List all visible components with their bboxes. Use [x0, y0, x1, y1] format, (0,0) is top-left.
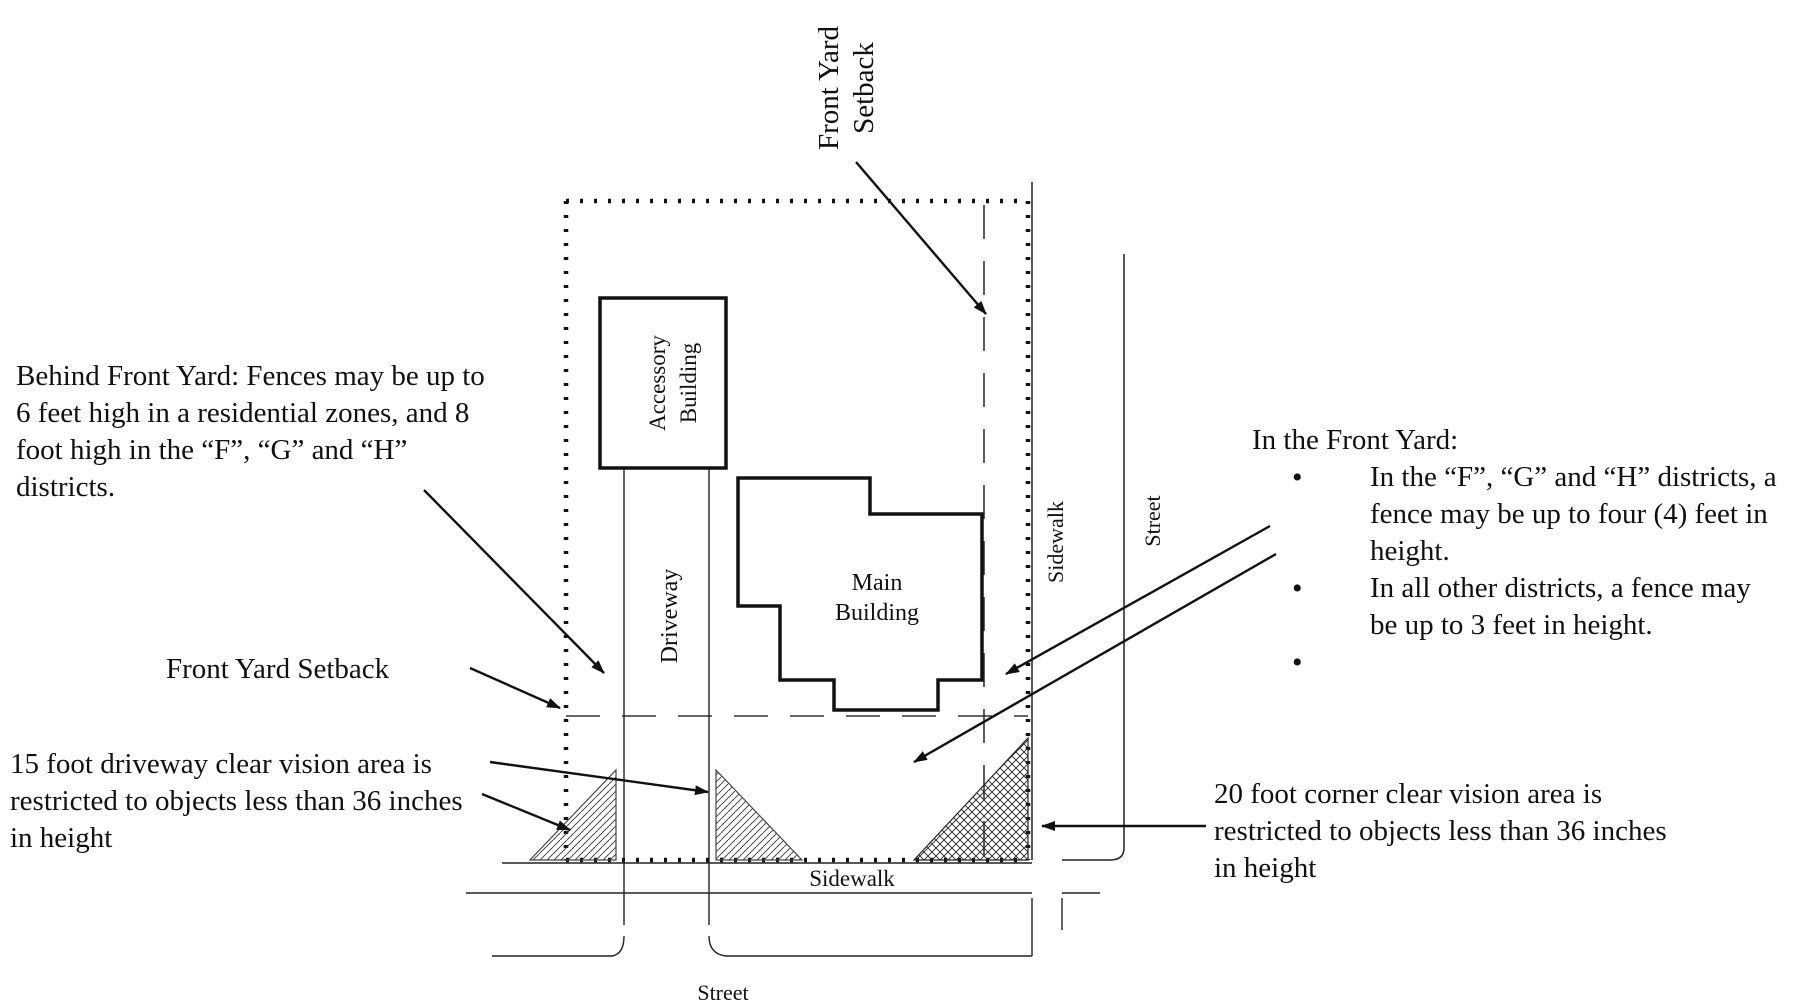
arrow-front-yard-1: [1005, 524, 1271, 676]
front-yard-setback-lines: [566, 205, 1028, 860]
arrow-front-yard-2: [913, 552, 1277, 764]
driveway: [623, 468, 710, 925]
behind-front-yard-note: Behind Front Yard: Fences may be up to 6…: [16, 360, 485, 503]
in-front-yard-heading: In the Front Yard:: [1252, 424, 1459, 456]
main-building: [736, 476, 984, 712]
corner-clear-vision-note: 20 foot corner clear vision area is rest…: [1214, 778, 1667, 884]
accessory-building-label-line1: Accessory: [645, 335, 670, 431]
main-building-label-line1: Main: [852, 570, 903, 596]
in-front-yard-bullet: In the “F”, “G” and “H” districts, a fen…: [1252, 459, 1782, 570]
front-yard-setback-top-label-line2: Setback: [848, 42, 880, 134]
driveway-label: Driveway: [657, 569, 683, 664]
corner-clear-vision-area: [912, 736, 1029, 861]
driveway-clear-vision-area-left: [528, 768, 617, 861]
in-front-yard-bullet-list: In the “F”, “G” and “H” districts, a fen…: [1252, 459, 1782, 681]
arrow-behind-front-yard: [423, 489, 605, 674]
bottom-sidewalk-lines: [466, 862, 1100, 894]
street-right-label: Street: [1140, 495, 1165, 546]
arrow-driveway-cv-1: [489, 760, 709, 796]
arrow-front-yard-setback: [469, 666, 561, 710]
sidewalk-bottom-label: Sidewalk: [809, 866, 895, 891]
accessory-building: [598, 296, 728, 470]
leader-arrows: [423, 161, 1277, 832]
driveway-clear-vision-note: 15 foot driveway clear vision area is re…: [10, 748, 463, 854]
main-building-label-line2: Building: [835, 600, 919, 626]
right-sidewalk-lines: [1031, 182, 1125, 861]
arrow-driveway-cv-2: [481, 792, 571, 832]
front-yard-setback-note: Front Yard Setback: [166, 653, 390, 685]
front-yard-setback-top-label-line1: Front Yard: [813, 25, 845, 150]
sidewalk-right-label: Sidewalk: [1043, 501, 1068, 583]
street-bottom-label: Street: [697, 980, 748, 1001]
arrow-top-setback: [855, 161, 987, 315]
in-front-yard-bullet: [1252, 644, 1782, 681]
accessory-building-label-line2: Building: [676, 342, 701, 423]
driveway-clear-vision-area-right: [715, 768, 804, 861]
in-front-yard-note: In the Front Yard: In the “F”, “G” and “…: [1252, 422, 1782, 681]
in-front-yard-bullet: In all other districts, a fence may be u…: [1252, 570, 1782, 644]
bottom-street-curb: [492, 898, 1063, 957]
